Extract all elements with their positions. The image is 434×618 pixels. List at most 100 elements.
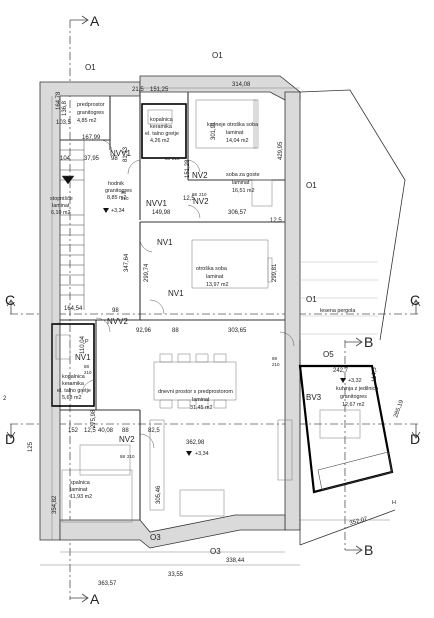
door-size-notes: 88 210 98 210 88 210 88 210 88 210 88 21… [84, 156, 280, 459]
tag-h: H [392, 500, 396, 506]
dim-42: 33,55 [168, 572, 184, 578]
section-d-right-label: D [410, 431, 420, 447]
otroska-finish: laminat [206, 274, 224, 280]
dim-41: 338,44 [226, 558, 245, 564]
dnevni-name: dnevni prostor s predprostorom [158, 389, 233, 395]
hodnik-finish: granitogres [105, 188, 132, 194]
dimension-texts: 314,08 21,5 151,25 301,91 429,95 164,78 … [3, 82, 405, 587]
section-lines [10, 20, 418, 600]
tag-nvv1-b: NVV1 [146, 199, 167, 208]
soba-goste-name: soba za goste [226, 172, 260, 178]
dim-38: 305,46 [156, 485, 162, 504]
dim-13: 81,13 [123, 146, 129, 162]
otroska-name: otroška soba [196, 266, 227, 272]
tag-nvv1-a: NVV1 [110, 149, 131, 158]
level-2-text: +3,32 [348, 378, 362, 384]
tag-o1-b: O1 [212, 51, 223, 60]
room-stopnisce: stopnišče laminat 6,10 m2 [50, 196, 73, 216]
room-kasneje-otroska-soba: kasneje otroška soba laminat 14,04 m2 [207, 122, 258, 144]
kopalnica2-finish: keramika [62, 381, 84, 387]
level-marker-2: +3,32 [340, 378, 362, 384]
dim-4: 301,91 [211, 121, 217, 140]
pergola-hatch [300, 261, 378, 335]
section-b-bottom-label: B [364, 542, 373, 558]
dim-10: 104 [60, 156, 71, 162]
dim-11: 37,95 [84, 156, 100, 162]
tag-nv2-a: NV2 [192, 171, 208, 180]
kuhinja-area: 12,67 m2 [342, 402, 364, 408]
room-soba-za-goste: soba za goste laminat 16,51 m2 [226, 172, 260, 194]
dim-29: 114,5 [372, 367, 378, 382]
otroska-area: 13,97 m2 [206, 282, 228, 288]
dim-43: 363,57 [98, 581, 117, 587]
dim-40: 352,07 [349, 516, 369, 527]
predprostor-name: predprostor [77, 102, 105, 108]
dim-33: 88 [122, 428, 129, 434]
dim-28: 242,7 [333, 368, 349, 374]
hodnik-area: 8,85 m2 [107, 195, 126, 201]
tag-o3-a: O3 [150, 533, 161, 542]
tag-o3-b: O3 [210, 547, 221, 556]
door-h-1: 210 [172, 156, 180, 161]
dim-3: 151,25 [150, 87, 169, 93]
predprostor-area: 4,85 m2 [77, 118, 96, 124]
section-markers [6, 15, 421, 603]
tag-nv2-c: NV2 [119, 435, 135, 444]
dim-6: 164,78 [56, 91, 62, 110]
tag-nv1-b: NV1 [168, 289, 184, 298]
stopnisce-area: 6,10 m2 [51, 210, 70, 216]
kitchen-outline [298, 364, 394, 494]
room-predprostor: predprostor granitogres 4,85 m2 [77, 102, 105, 124]
section-c-left-label: C [5, 292, 15, 308]
dim-5: 429,95 [278, 141, 284, 160]
door-h-6: 210 [272, 362, 280, 367]
door-h-2: 210 [121, 196, 129, 201]
tag-bv3: BV3 [306, 393, 322, 402]
dim-19: 347,64 [124, 253, 130, 272]
spalnica-finish: laminat [70, 487, 88, 493]
kasneje-name: kasneje otroška soba [207, 122, 258, 128]
dim-15: 12,5 [183, 196, 195, 202]
soba-goste-area: 16,51 m2 [232, 188, 254, 194]
dim-9: 167,99 [82, 135, 101, 141]
staircase [60, 140, 85, 310]
room-kopalnica-2: kopalnica keramika el. talno gretje 5,68… [57, 374, 91, 401]
level-3-text: +3,34 [195, 451, 209, 457]
room-spalnica: spalnica laminat 11,93 m2 [70, 480, 92, 500]
dim-22: 164,54 [64, 306, 83, 312]
dim-21: 299,81 [272, 263, 278, 282]
kopalnica1-area: 4,26 m2 [150, 138, 169, 144]
dim-44: 125 [28, 441, 34, 452]
kopalnica2-heating: el. talno gretje [57, 388, 91, 394]
stopnisce-name: stopnišče [50, 196, 73, 202]
dim-17: 149,98 [152, 210, 171, 216]
tag-nv1-c: NV1 [75, 353, 91, 362]
door-w-6: 88 [272, 356, 278, 361]
door-w-3: 88 [192, 192, 198, 197]
door-swings [81, 139, 295, 449]
dim-14: 151,28 [185, 159, 191, 178]
kuhinja-finish: granitogres [340, 394, 367, 400]
stopnisce-finish: laminat [52, 203, 70, 209]
tag-o1-c: O1 [306, 181, 317, 190]
kasneje-area: 14,04 m2 [226, 138, 248, 144]
kopalnica1-name: kopalnica [150, 117, 173, 123]
room-kopalnica-1: kopalnica keramika el. talno gretje 4,26… [145, 117, 179, 144]
dim-39: 354,82 [52, 495, 58, 514]
section-d-left-label: D [5, 431, 15, 447]
dim-35: 362,98 [186, 440, 205, 446]
soba-goste-finish: laminat [232, 180, 250, 186]
door-w-1: 88 [165, 156, 171, 161]
door-h-3: 210 [199, 192, 207, 197]
dim-32: 40,08 [98, 428, 114, 434]
dim-24: 92,96 [136, 328, 152, 334]
dim-31: 12,5 [84, 428, 96, 434]
section-b-top-label: B [364, 334, 373, 350]
tag-nv2-b: NV2 [193, 197, 209, 206]
pergola-label: lesena pergola [320, 308, 355, 314]
room-otroska-soba: otroška soba laminat 13,97 m2 [196, 266, 228, 288]
tag-o5: O5 [323, 350, 334, 359]
dim-30: 152 [68, 428, 79, 434]
kopalnica1-finish: keramika [150, 124, 172, 130]
